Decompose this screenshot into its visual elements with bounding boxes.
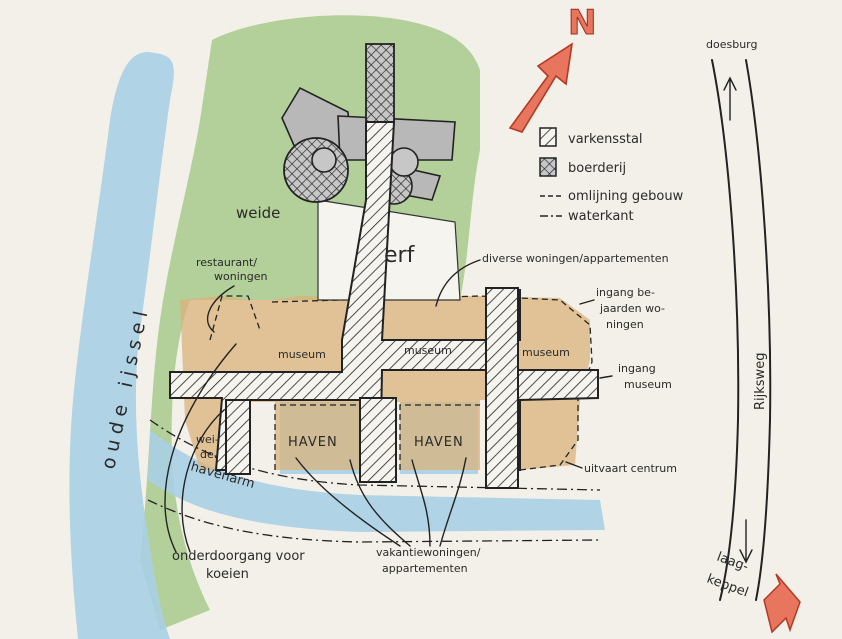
- legend: varkensstal boerderij omlijning gebouw w…: [539, 127, 684, 224]
- label-ingang-bej-2: jaarden wo-: [599, 302, 665, 315]
- waterkant-line-2: [147, 499, 601, 543]
- label-vakantie-2: appartementen: [382, 562, 468, 575]
- havenarm-water: [148, 430, 605, 532]
- label-vakantie-1: vakantiewoningen/: [376, 546, 481, 559]
- north-arrow: N: [508, 3, 597, 133]
- north-letter: N: [568, 3, 596, 43]
- leader-onderdoorgang-1: [164, 343, 237, 553]
- label-uitvaart: uitvaart centrum: [584, 462, 677, 475]
- leader-onderdoorgang-2: [181, 409, 225, 553]
- label-rijksweg: Rijksweg: [753, 353, 768, 410]
- legend-swatch-crosshatch: [539, 157, 557, 177]
- label-doesburg: doesburg: [706, 38, 757, 51]
- label-restaurant-2: woningen: [214, 270, 267, 283]
- leader-vakantie-4: [439, 457, 467, 547]
- leader-diverse: [435, 259, 481, 307]
- varkensstal-west-strip: [225, 399, 251, 475]
- building-outline-dashed: [209, 295, 593, 471]
- legend-label-waterkant: waterkant: [568, 209, 634, 224]
- label-erf: erf: [384, 243, 416, 268]
- label-onderdoorgang-1: onderdoorgang voor: [172, 549, 305, 564]
- legend-label-boerderij: boerderij: [568, 161, 626, 176]
- farm-tower: [365, 43, 395, 123]
- label-museum-3: museum: [522, 346, 570, 359]
- label-onderdoorgang-2: koeien: [206, 567, 249, 582]
- label-diverse: diverse woningen/appartementen: [482, 252, 669, 265]
- label-restaurant-1: restaurant/: [196, 256, 257, 269]
- river-oude-ijssel: [69, 52, 174, 639]
- label-ingang-bej-3: ningen: [606, 318, 644, 331]
- varkensstal-east-strip: [485, 287, 519, 489]
- legend-swatch-hatch: [539, 127, 557, 147]
- leader-vakantie-3: [411, 459, 431, 547]
- label-weide: weide: [236, 204, 280, 222]
- leader-restaurant: [206, 285, 235, 333]
- legend-label-omlijning: omlijning gebouw: [568, 189, 684, 204]
- label-ingang-mus-2: museum: [624, 378, 672, 391]
- leader-vakantie-1: [295, 457, 401, 547]
- label-haven-2: HAVEN: [414, 435, 464, 450]
- varkensstal-south-stub: [359, 397, 397, 483]
- leader-ingang-bej: [579, 299, 595, 305]
- silo-small-2: [389, 147, 419, 177]
- leader-uitvaart: [565, 461, 583, 469]
- label-ingang-mus-1: ingang: [618, 362, 656, 375]
- laag-keppel-arrow: [763, 573, 801, 634]
- label-weide-small-2: de.: [200, 448, 217, 461]
- label-haven-1: HAVEN: [288, 435, 338, 450]
- legend-label-varkensstal: varkensstal: [568, 132, 643, 147]
- leader-ingang-mus: [599, 375, 613, 379]
- label-museum-2: museum: [404, 344, 452, 357]
- label-museum-1: museum: [278, 348, 326, 361]
- silo-large: [283, 137, 349, 203]
- silo-small-1: [311, 147, 337, 173]
- label-ingang-bej-1: ingang be-: [596, 286, 655, 299]
- leader-vakantie-2: [349, 459, 411, 547]
- rijksweg-road: [711, 59, 772, 601]
